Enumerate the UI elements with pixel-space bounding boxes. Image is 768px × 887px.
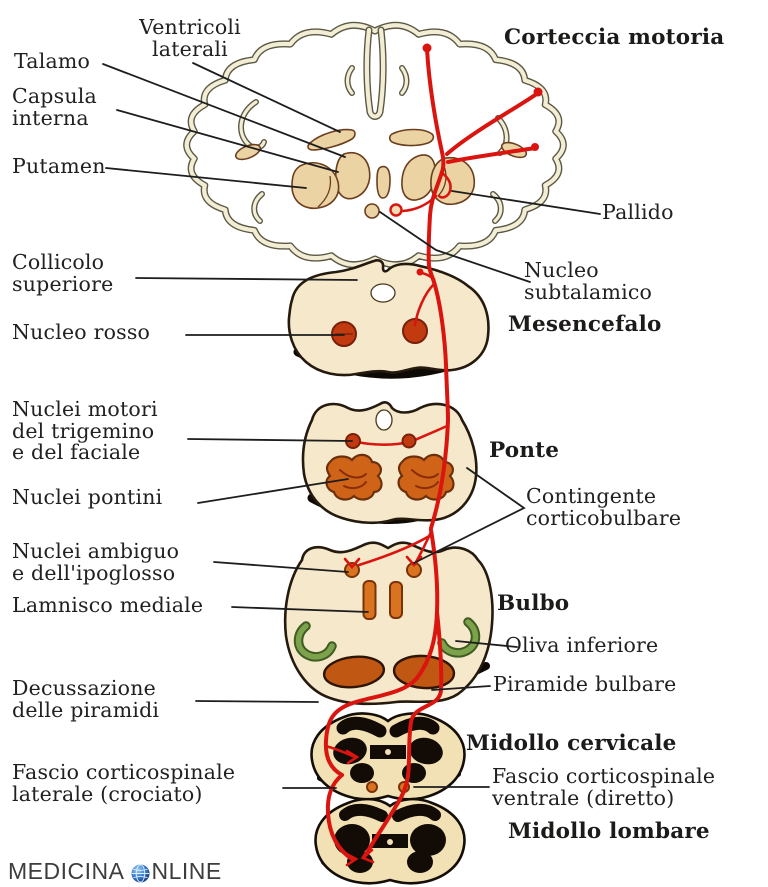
label-fascio-laterale: Fascio corticospinale laterale (crociato… xyxy=(12,760,236,806)
corticospinal-tract xyxy=(323,43,543,867)
label-nuclei-ambiguo: Nuclei ambiguo e dell'ipoglosso xyxy=(12,539,180,585)
watermark-text-left: MEDICINA xyxy=(8,858,125,884)
label-putamen: Putamen xyxy=(12,154,106,178)
label-midollo-cervicale: Midollo cervicale xyxy=(466,731,677,756)
label-ventricoli-laterali: Ventricoli laterali xyxy=(139,15,241,61)
mesencephalon-section xyxy=(287,259,490,379)
pons-section xyxy=(301,401,478,525)
medial-lemniscus-right xyxy=(389,581,403,619)
label-talamo: Talamo xyxy=(14,49,91,73)
label-bulbo: Bulbo xyxy=(497,591,570,616)
nucleus-ambiguus-left xyxy=(344,562,360,578)
subthalamic-tract-ring xyxy=(389,203,403,217)
gray-matter-butterfly xyxy=(334,803,446,873)
label-fascio-ventrale: Fascio corticospinale ventrale (diretto) xyxy=(492,764,716,810)
trigeminal-facial-nucleus-right xyxy=(401,433,417,449)
subthalamic-nucleus xyxy=(364,203,380,219)
label-piramide-bulbare: Piramide bulbare xyxy=(493,672,677,696)
globe-icon xyxy=(131,862,150,883)
leader-lines xyxy=(102,62,601,789)
brain-coronal-section xyxy=(183,21,567,269)
lumbar-cord-section xyxy=(314,797,466,885)
lateral-ventricle-right xyxy=(388,128,435,147)
label-contingente-corticobulbare: Contingente corticobulbare xyxy=(526,484,682,530)
label-corteccia-motoria: Corteccia motoria xyxy=(504,25,725,50)
label-oliva-inferiore: Oliva inferiore xyxy=(505,633,659,657)
lateral-ventricle-left xyxy=(307,128,356,151)
medial-lemniscus-left xyxy=(362,580,377,620)
pyramid-left xyxy=(322,655,386,689)
label-decussazione: Decussazione delle piramidi xyxy=(12,676,160,722)
label-midollo-lombare: Midollo lombare xyxy=(508,819,710,844)
fourth-ventricle xyxy=(375,409,393,431)
label-capsula-interna: Capsula interna xyxy=(12,84,97,130)
label-pallido: Pallido xyxy=(602,200,674,224)
label-lamnisco-mediale: Lamnisco mediale xyxy=(12,593,204,617)
thalamus-right xyxy=(401,154,436,201)
watermark: MEDICINA NLINE xyxy=(8,858,222,885)
label-collicolo-superiore: Collicolo superiore xyxy=(12,250,114,296)
label-nuclei-motori: Nuclei motori del trigemino e del facial… xyxy=(12,397,158,465)
watermark-text-right: NLINE xyxy=(151,858,222,884)
basal-ganglia xyxy=(234,128,528,219)
label-mesencefalo: Mesencefalo xyxy=(508,312,662,337)
label-nucleo-subtalamico: Nucleo subtalamico xyxy=(524,258,653,304)
cerebral-aqueduct xyxy=(370,283,396,303)
third-ventricle xyxy=(376,165,391,199)
thalamus-left xyxy=(334,152,371,200)
label-nucleo-rosso: Nucleo rosso xyxy=(12,320,151,344)
medulla-section xyxy=(283,541,494,706)
label-ponte: Ponte xyxy=(489,438,560,463)
label-nuclei-pontini: Nuclei pontini xyxy=(12,485,163,509)
